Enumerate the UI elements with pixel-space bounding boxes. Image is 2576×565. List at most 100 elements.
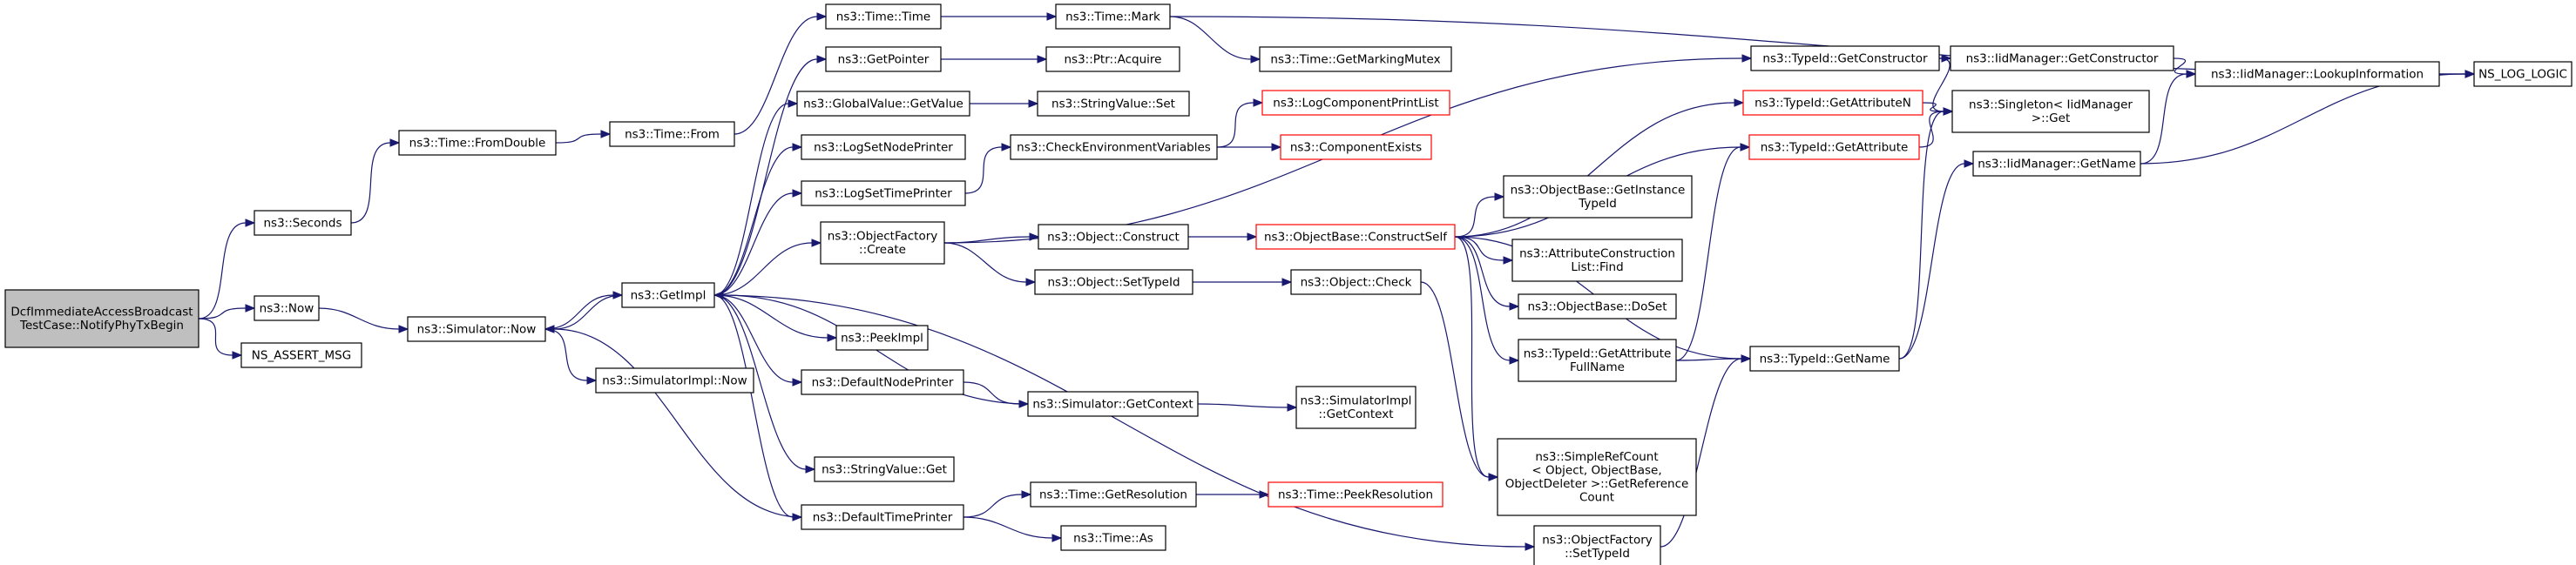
edge-line <box>1216 102 1254 148</box>
node-timetime[interactable]: ns3::Time::Time <box>825 3 942 30</box>
node-assert[interactable]: NS_ASSERT_MSG <box>240 342 362 368</box>
node-ofsettypeid[interactable]: ns3::ObjectFactory::SetTypeId <box>1533 525 1661 565</box>
edge-arrowhead <box>1943 107 1954 116</box>
node-objconstruct[interactable]: ns3::Object::Construct <box>1038 224 1189 250</box>
node-box <box>1055 3 1171 30</box>
node-deftimeprinter[interactable]: ns3::DefaultTimePrinter <box>801 504 964 530</box>
node-ptracquire[interactable]: ns3::Ptr::Acquire <box>1045 46 1180 72</box>
edge-arrowhead <box>586 376 598 385</box>
node-box <box>825 3 942 30</box>
node-singleton[interactable]: ns3::Singleton< IidManager>::Get <box>1951 90 2150 133</box>
node-simgetcontext[interactable]: ns3::Simulator::GetContext <box>1027 391 1199 417</box>
edge-arrowhead <box>398 325 409 333</box>
node-box <box>1259 46 1452 72</box>
node-label: TypeId <box>1578 197 1617 211</box>
edge-arrowhead <box>792 143 803 151</box>
node-label: ns3::TypeId::GetName <box>1760 352 1890 366</box>
edge-line <box>963 516 1053 539</box>
edge-getimpl-to-logsetnode <box>713 143 803 296</box>
node-logcompprint[interactable]: ns3::LogComponentPrintList <box>1261 90 1450 116</box>
node-box <box>1503 175 1693 219</box>
node-defnodeprinter[interactable]: ns3::DefaultNodePrinter <box>801 369 964 395</box>
node-checkenv[interactable]: ns3::CheckEnvironmentVariables <box>1010 134 1218 160</box>
edge-arrowhead <box>1037 55 1048 64</box>
node-tidgetattr[interactable]: ns3::TypeId::GetAttribute <box>1748 134 1920 160</box>
node-getmarkingmutex[interactable]: ns3::Time::GetMarkingMutex <box>1259 46 1452 72</box>
edge-line <box>1454 102 1735 238</box>
node-simimplnow[interactable]: ns3::SimulatorImpl::Now <box>595 367 754 393</box>
edge-line <box>1918 111 1944 148</box>
node-iidlookup[interactable]: ns3::IidManager::LookupInformation <box>2194 61 2440 87</box>
node-tidgetattrn[interactable]: ns3::TypeId::GetAttributeN <box>1742 90 1924 116</box>
node-label: ns3::Object::Check <box>1301 275 1412 289</box>
node-timeas[interactable]: ns3::Time::As <box>1060 525 1166 551</box>
node-iidgetctor[interactable]: ns3::IidManager::GetConstructor <box>1950 45 2174 71</box>
edge-line <box>553 294 623 330</box>
node-label: ns3::Time::FromDouble <box>409 136 546 150</box>
node-iidgetname[interactable]: ns3::IidManager::GetName <box>1972 151 2141 177</box>
node-logsettime[interactable]: ns3::LogSetTimePrinter <box>801 180 966 206</box>
node-label: ns3::TypeId::GetAttribute <box>1524 347 1672 361</box>
node-label: NS_ASSERT_MSG <box>252 348 351 362</box>
node-tidgetctor[interactable]: ns3::TypeId::GetConstructor <box>1750 45 1940 71</box>
node-ofcreate[interactable]: ns3::ObjectFactory::Create <box>820 221 945 265</box>
edge-arrowhead <box>245 219 256 227</box>
node-peekimpl[interactable]: ns3::PeekImpl <box>835 325 929 351</box>
edge-from-to-timetime <box>734 12 828 135</box>
node-obconstructself[interactable]: ns3::ObjectBase::ConstructSelf <box>1255 224 1456 250</box>
node-timemark[interactable]: ns3::Time::Mark <box>1055 3 1171 30</box>
node-getimpl[interactable]: ns3::GetImpl <box>621 282 715 308</box>
edge-deftimeprinter-to-timeas <box>963 516 1063 542</box>
edge-arrowhead <box>1525 542 1536 551</box>
node-logsetnode[interactable]: ns3::LogSetNodePrinter <box>801 134 966 160</box>
edge-timetime-to-timemark <box>941 12 1058 21</box>
node-timegetres[interactable]: ns3::Time::GetResolution <box>1030 481 1197 508</box>
node-box <box>254 210 352 236</box>
node-obdoset[interactable]: ns3::ObjectBase::DoSet <box>1518 293 1677 319</box>
node-box <box>820 221 945 265</box>
edge-line <box>1454 236 1490 478</box>
node-svset[interactable]: ns3::StringValue::Set <box>1037 91 1190 117</box>
edge-line <box>1675 146 1741 361</box>
node-simnow[interactable]: ns3::Simulator::Now <box>407 316 546 342</box>
node-box <box>801 134 966 160</box>
node-now[interactable]: ns3::Now <box>254 295 320 321</box>
node-svget[interactable]: ns3::StringValue::Get <box>814 456 955 482</box>
node-timepeekres[interactable]: ns3::Time::PeekResolution <box>1268 481 1444 508</box>
edge-getimpl-to-defnodeprinter <box>713 294 803 387</box>
node-label: ns3::ObjectBase::ConstructSelf <box>1264 230 1448 244</box>
node-label: ns3::Time::Mark <box>1065 10 1160 24</box>
node-box <box>398 130 557 156</box>
edge-simnow-to-getimpl <box>544 291 624 330</box>
node-objcheck[interactable]: ns3::Object::Check <box>1290 269 1422 295</box>
edge-arrowhead <box>1250 55 1261 64</box>
edge-root-to-seconds <box>198 219 256 319</box>
node-seconds[interactable]: ns3::Seconds <box>254 210 352 236</box>
edge-arrowhead <box>232 351 243 360</box>
node-label: Count <box>1579 491 1614 505</box>
node-objsettypeid[interactable]: ns3::Object::SetTypeId <box>1034 269 1193 295</box>
node-compexists[interactable]: ns3::ComponentExists <box>1280 134 1432 160</box>
node-gvgetvalue[interactable]: ns3::GlobalValue::GetValue <box>796 91 970 117</box>
node-box <box>609 121 735 147</box>
node-fromdouble[interactable]: ns3::Time::FromDouble <box>398 130 557 156</box>
node-label: ns3::ObjectFactory <box>1542 534 1653 548</box>
edge-line <box>198 307 247 319</box>
edges-layer <box>198 12 2476 551</box>
node-simplerefcount[interactable]: ns3::SimpleRefCount< Object, ObjectBase,… <box>1497 438 1697 516</box>
node-box <box>1950 45 2174 71</box>
node-tidgetname[interactable]: ns3::TypeId::GetName <box>1749 346 1900 372</box>
node-nslog[interactable]: NS_LOG_LOGIC <box>2473 61 2573 87</box>
node-from[interactable]: ns3::Time::From <box>609 121 735 147</box>
node-label: ns3::TypeId::GetAttribute <box>1761 140 1909 154</box>
edge-arrowhead <box>713 291 724 299</box>
node-getpointer[interactable]: ns3::GetPointer <box>825 46 942 72</box>
node-label: ns3::Singleton< IidManager <box>1969 98 2133 112</box>
edge-arrowhead <box>600 130 612 138</box>
node-simimplgetctx[interactable]: ns3::SimulatorImpl::GetContext <box>1295 386 1416 429</box>
node-label: ::GetContext <box>1318 407 1393 421</box>
edge-checkenv-to-logcompprint <box>1216 98 1264 148</box>
